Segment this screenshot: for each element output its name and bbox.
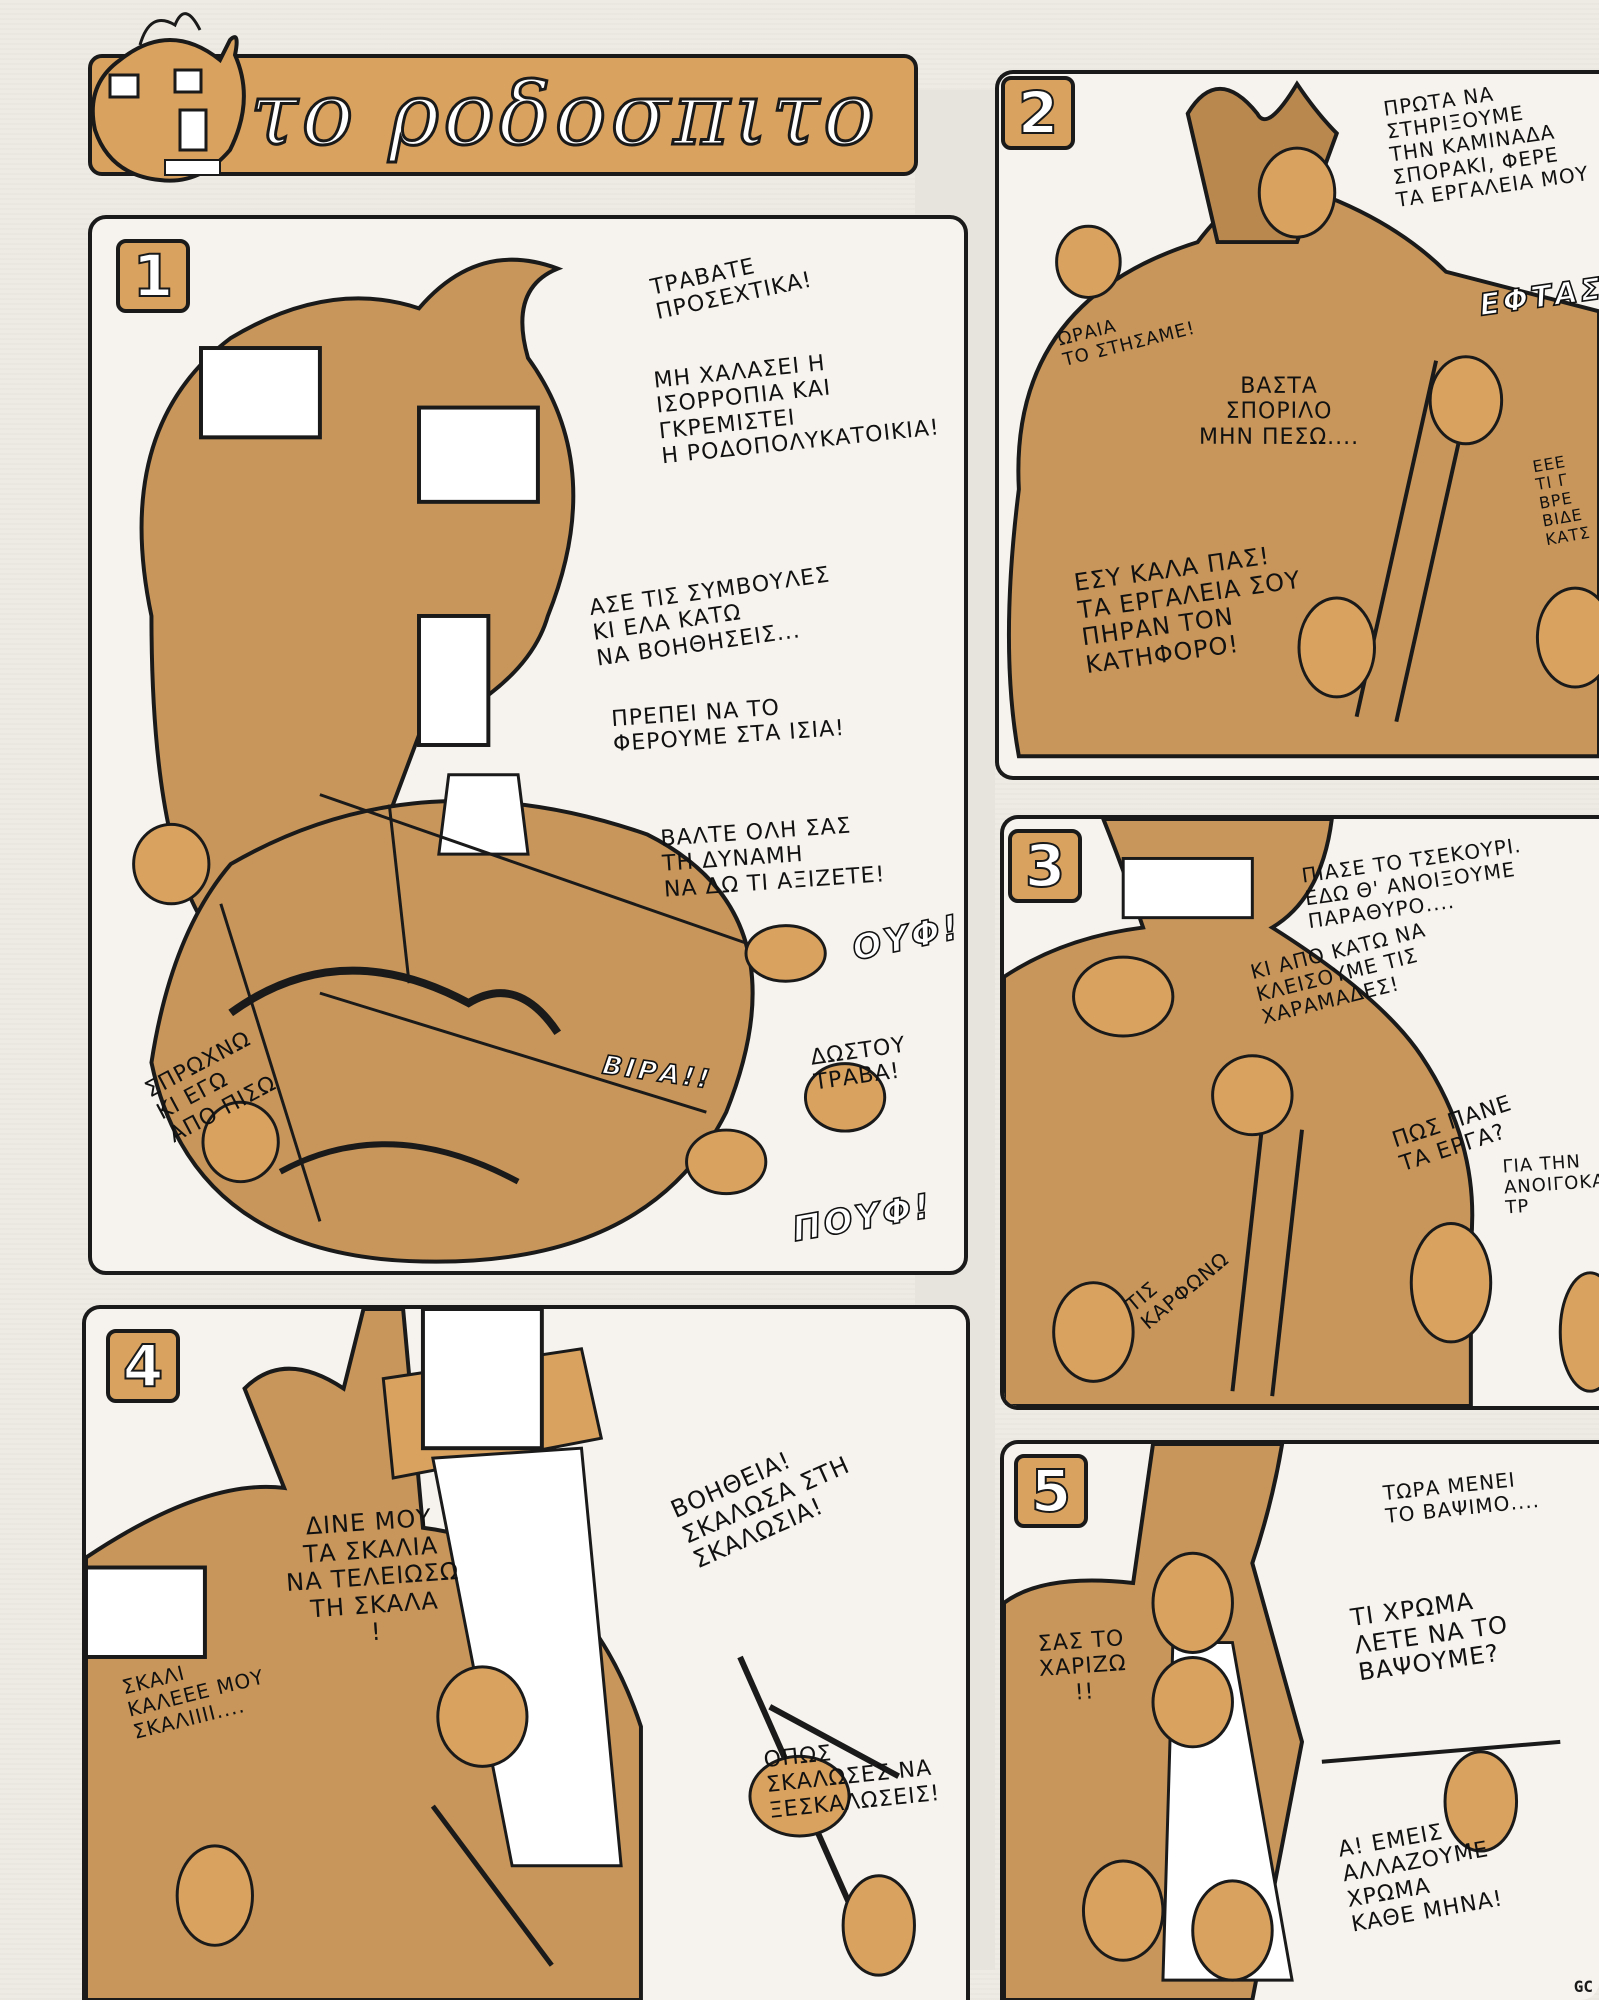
panel-5-art — [1004, 1444, 1561, 2000]
panel-number-3: 3 — [1008, 829, 1082, 903]
panel-2: 2 ΠΡΩΤΑ ΝΑ ΣΤΗΡΙΞΟΥΜΕ ΤΗΝ ΚΑΜΙΝΑΔΑ ΣΠΟΡΑ… — [995, 70, 1599, 780]
panel-number-5: 5 — [1014, 1454, 1088, 1528]
comic-title: το ροδοσπιτο — [249, 64, 879, 167]
speech-full-strength: ΒΑΛΤΕ ΟΛΗ ΣΑΣ ΤΗ ΔΥΝΑΜΗ ΝΑ ΔΩ ΤΙ ΑΞΙΖΕΤΕ… — [659, 813, 887, 903]
artist-signature: GC — [1573, 1977, 1593, 1996]
speech-cut-off-3: ΓΙΑ ΤΗΝ ΑΝΟΙΓΟΚΑ ΤΡ — [1501, 1151, 1599, 1219]
panel-5: 5 ΤΩΡΑ ΜΕΝΕΙ ΤΟ ΒΑΨΙΜΟ.... ΤΙ ΧΡΩΜΑ ΛΕΤΕ… — [1000, 1440, 1599, 2000]
panel-4-art — [86, 1309, 916, 2000]
panel-3: 3 ΠΙΑΣΕ ΤΟ ΤΣΕΚΟΥΡΙ. ΕΔΩ Θ' ΑΝΟΙΞΟΥΜΕ ΠΑ… — [1000, 815, 1599, 1410]
speech-hold-on: ΒΑΣΤΑ ΣΠΟΡΙΛΟ ΜΗΝ ΠΕΣΩ.... — [1199, 374, 1360, 450]
panel-number-2: 2 — [1001, 76, 1075, 150]
panel-number-4: 4 — [106, 1329, 180, 1403]
panel-2-art — [1006, 80, 1599, 759]
speech-gift-it: ΣΑΣ ΤΟ ΧΑΡΙΖΩ !! — [1037, 1626, 1128, 1706]
panel-number-1: 1 — [116, 239, 190, 313]
speech-give-steps: ΔΙΝΕ ΜΟΥ ΤΑ ΣΚΑΛΙΑ ΝΑ ΤΕΛΕΙΩΣΩ ΤΗ ΣΚΑΛΑ … — [285, 1503, 461, 1647]
panel-3-art — [1004, 819, 1599, 1406]
panel-1: 1 ΤΡΑΒΑΤΕ ΠΡΟΣΕΧΤΙΚΑ! ΜΗ ΧΑΛΑΣΕΙ Η ΙΣΟΡΡ… — [88, 215, 968, 1275]
panel-4: 4 ΒΟΗΘΕΙΑ! ΣΚΑΛΩΣΑ ΣΤΗ ΣΚΑΛΩΣΙΑ! ΔΙΝΕ ΜΟ… — [82, 1305, 970, 2000]
pomegranate-house-logo — [90, 12, 246, 183]
panel-1-art — [132, 257, 887, 1264]
